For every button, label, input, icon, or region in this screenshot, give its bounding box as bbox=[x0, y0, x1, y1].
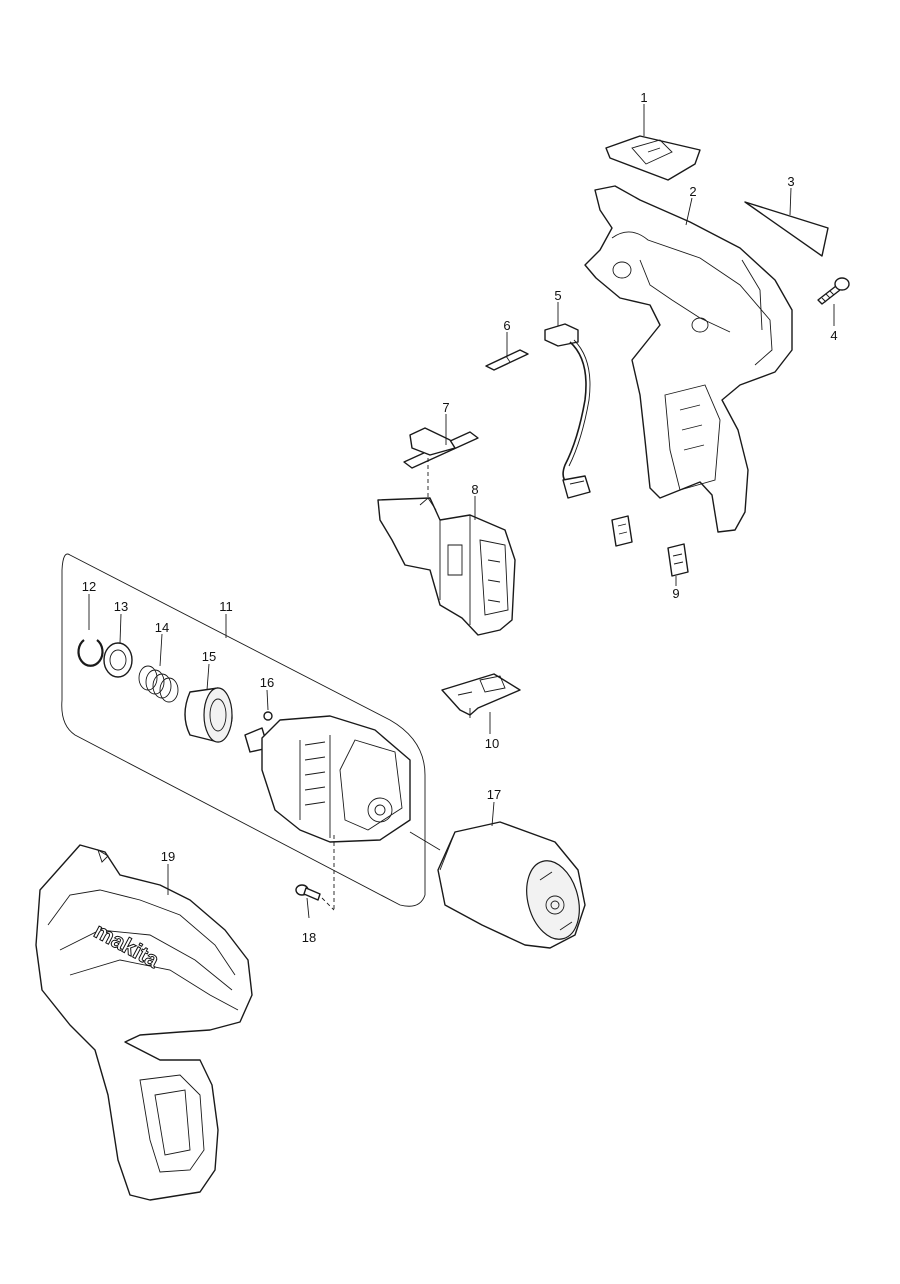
callout-10: 10 bbox=[485, 736, 499, 751]
part-5-lead-wire[interactable] bbox=[544, 323, 591, 499]
callout-12: 12 bbox=[82, 579, 96, 594]
callout-4: 4 bbox=[830, 328, 837, 343]
motor-leader bbox=[409, 831, 441, 851]
part-2-housing-right[interactable] bbox=[584, 185, 793, 533]
callout-19: 19 bbox=[161, 849, 175, 864]
part-7-lever[interactable] bbox=[403, 427, 479, 469]
callout-8: 8 bbox=[471, 482, 478, 497]
part-16-steel-ball[interactable] bbox=[263, 711, 273, 721]
callout-15: 15 bbox=[202, 649, 216, 664]
screw-18-guide bbox=[321, 835, 335, 911]
callout-14: 14 bbox=[155, 620, 169, 635]
part-1-slide-button[interactable] bbox=[605, 135, 701, 181]
part-19-housing-left[interactable]: makita bbox=[35, 844, 253, 1201]
callout-11: 11 bbox=[219, 599, 233, 614]
part-3-label[interactable] bbox=[744, 201, 829, 257]
part-15-sleeve[interactable] bbox=[184, 687, 233, 743]
callout-1: 1 bbox=[640, 90, 647, 105]
part-13-washer[interactable] bbox=[103, 642, 133, 678]
callout-17: 17 bbox=[487, 787, 501, 802]
gear-assembly bbox=[244, 715, 411, 843]
callout-5: 5 bbox=[554, 288, 561, 303]
part-9-bracket[interactable] bbox=[611, 515, 689, 577]
callout-3: 3 bbox=[787, 174, 794, 189]
assembly-11-boundary bbox=[61, 553, 426, 907]
part-10-switch-plate[interactable] bbox=[441, 673, 521, 718]
callout-labels: 1 2 3 4 5 6 7 8 9 10 11 12 13 14 15 16 1… bbox=[82, 90, 838, 945]
callout-13: 13 bbox=[114, 599, 128, 614]
part-8-switch[interactable] bbox=[377, 497, 516, 636]
part-17-motor[interactable] bbox=[437, 821, 588, 949]
callout-6: 6 bbox=[503, 318, 510, 333]
callout-16: 16 bbox=[260, 675, 274, 690]
part-4-screw[interactable] bbox=[817, 277, 850, 305]
callout-18: 18 bbox=[302, 930, 316, 945]
part-14-spring[interactable] bbox=[138, 665, 179, 703]
part-12-retaining-ring[interactable] bbox=[77, 639, 104, 667]
callout-9: 9 bbox=[672, 586, 679, 601]
leader-lines bbox=[88, 104, 835, 919]
callout-7: 7 bbox=[442, 400, 449, 415]
part-18-screw[interactable] bbox=[295, 884, 321, 901]
part-6-clip[interactable] bbox=[485, 349, 529, 371]
callout-2: 2 bbox=[689, 184, 696, 199]
